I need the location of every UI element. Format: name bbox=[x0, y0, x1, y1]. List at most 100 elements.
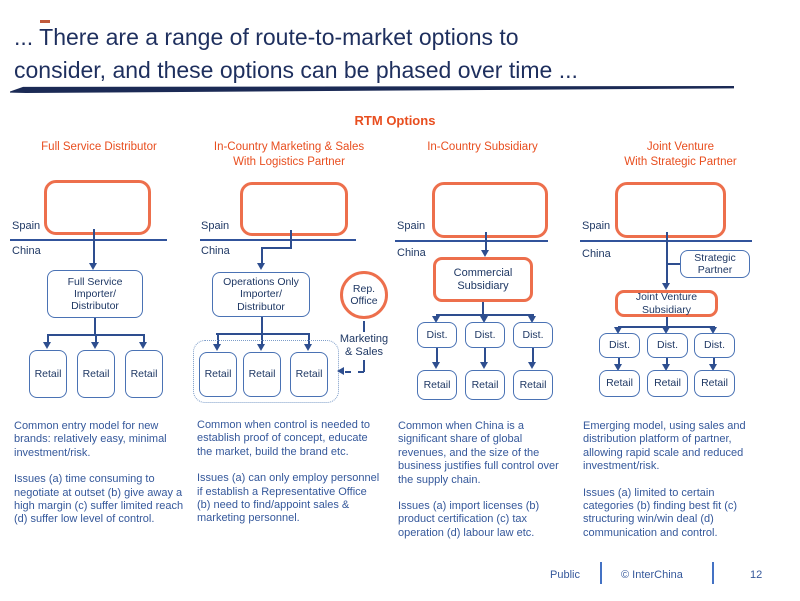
footer-classification: Public bbox=[550, 569, 580, 581]
dashed-connector bbox=[345, 371, 364, 373]
dashed-connector bbox=[363, 321, 365, 332]
description-paragraph: Issues (a) can only employ personnel if … bbox=[197, 472, 380, 525]
column-header-in-country-subsidiary: In-Country Subsidiary bbox=[427, 141, 538, 153]
connector bbox=[482, 302, 484, 315]
arrowhead bbox=[662, 364, 670, 371]
description-col-2: Common when control is needed to establi… bbox=[197, 419, 383, 526]
parent-company-box bbox=[240, 182, 348, 236]
arrowhead bbox=[432, 316, 440, 323]
arrowhead bbox=[614, 364, 622, 371]
arrowhead bbox=[139, 342, 147, 349]
description-paragraph: Issues (a) import licenses (b) product c… bbox=[398, 500, 540, 539]
border-line bbox=[395, 240, 548, 242]
footer-divider bbox=[712, 562, 714, 584]
column-header-in-country-marketing: In-Country Marketing & Sales With Logist… bbox=[213, 141, 365, 168]
parent-company-box bbox=[44, 180, 151, 235]
arrowhead bbox=[528, 316, 536, 323]
dist-box: Dist. bbox=[599, 333, 640, 358]
description-paragraph: Common when China is a significant share… bbox=[398, 420, 559, 486]
arrowhead bbox=[432, 362, 440, 369]
border-line bbox=[10, 239, 167, 241]
description-paragraph: Emerging model, using sales and distribu… bbox=[583, 420, 746, 473]
arrowhead bbox=[614, 327, 622, 334]
description-paragraph: Common entry model for new brands: relat… bbox=[14, 420, 167, 459]
arrowhead bbox=[257, 344, 265, 351]
connector bbox=[484, 348, 486, 363]
retail-box: Retail bbox=[513, 370, 553, 400]
connector bbox=[143, 334, 145, 343]
connector bbox=[713, 358, 715, 366]
full-service-importer-box: Full Service Importer/ Distributor bbox=[47, 270, 143, 318]
connector bbox=[47, 334, 49, 343]
arrowhead bbox=[481, 250, 489, 257]
connector bbox=[217, 333, 219, 345]
arrowhead bbox=[709, 327, 717, 334]
arrowhead bbox=[662, 327, 670, 334]
arrowhead bbox=[528, 362, 536, 369]
arrowhead bbox=[43, 342, 51, 349]
footer-divider bbox=[600, 562, 602, 584]
commercial-subsidiary-box: Commercial Subsidiary bbox=[433, 257, 533, 302]
border-line bbox=[200, 239, 356, 241]
dist-box: Dist. bbox=[694, 333, 735, 358]
arrowhead bbox=[213, 344, 221, 351]
arrowhead bbox=[91, 342, 99, 349]
column-header-joint-venture: Joint Venture With Strategic Partner bbox=[624, 141, 737, 168]
connector bbox=[261, 247, 263, 265]
connector bbox=[216, 333, 310, 335]
parent-company-box bbox=[615, 182, 726, 238]
retail-box: Retail bbox=[243, 352, 281, 397]
joint-venture-subsidiary-box: Joint Venture Subsidiary bbox=[615, 290, 718, 317]
connector bbox=[261, 317, 263, 334]
description-col-1: Common entry model for new brands: relat… bbox=[14, 420, 186, 527]
description-paragraph: Issues (a) limited to certain categories… bbox=[583, 486, 738, 539]
dist-box: Dist. bbox=[647, 333, 688, 358]
retail-box: Retail bbox=[290, 352, 328, 397]
retail-box: Retail bbox=[29, 350, 67, 398]
retail-box: Retail bbox=[199, 352, 237, 397]
connector bbox=[666, 317, 668, 327]
connector bbox=[667, 263, 680, 265]
dist-box: Dist. bbox=[417, 322, 457, 348]
retail-box: Retail bbox=[417, 370, 457, 400]
description-paragraph: Common when control is needed to establi… bbox=[197, 419, 371, 458]
section-title: RTM Options bbox=[354, 113, 436, 128]
arrowhead bbox=[662, 283, 670, 290]
china-label: China bbox=[397, 247, 426, 259]
parent-company-box bbox=[432, 182, 548, 238]
slide-title: ... There are a range of route-to-market… bbox=[14, 24, 578, 83]
retail-box: Retail bbox=[694, 370, 735, 397]
red-mark bbox=[40, 20, 50, 23]
connector bbox=[436, 314, 534, 316]
spain-label: Spain bbox=[12, 220, 41, 232]
spain-label: Spain bbox=[201, 220, 230, 232]
arrowhead bbox=[257, 263, 265, 270]
china-label: China bbox=[201, 245, 230, 257]
description-col-4: Emerging model, using sales and distribu… bbox=[583, 420, 765, 540]
spain-label: Spain bbox=[397, 220, 426, 232]
column-header-full-service-distributor: Full Service Distributor bbox=[41, 141, 157, 153]
retail-box: Retail bbox=[77, 350, 115, 398]
dashed-connector bbox=[363, 360, 365, 372]
footer-copyright: © InterChina bbox=[621, 569, 683, 581]
connector bbox=[94, 318, 96, 335]
title-underline bbox=[10, 86, 734, 93]
arrowhead bbox=[337, 367, 344, 375]
retail-box: Retail bbox=[125, 350, 163, 398]
arrowhead bbox=[480, 362, 488, 369]
connector bbox=[93, 229, 95, 264]
china-label: China bbox=[582, 248, 611, 260]
retail-box: Retail bbox=[647, 370, 688, 397]
connector bbox=[666, 232, 668, 284]
connector bbox=[618, 358, 620, 366]
arrowhead bbox=[709, 364, 717, 371]
retail-box: Retail bbox=[465, 370, 505, 400]
retail-box: Retail bbox=[599, 370, 640, 397]
connector bbox=[308, 333, 310, 345]
connector bbox=[666, 358, 668, 366]
arrowhead bbox=[304, 344, 312, 351]
strategic-partner-box: Strategic Partner bbox=[680, 250, 750, 278]
dist-box: Dist. bbox=[513, 322, 553, 348]
marketing-sales-label: Marketing & Sales bbox=[339, 333, 389, 358]
